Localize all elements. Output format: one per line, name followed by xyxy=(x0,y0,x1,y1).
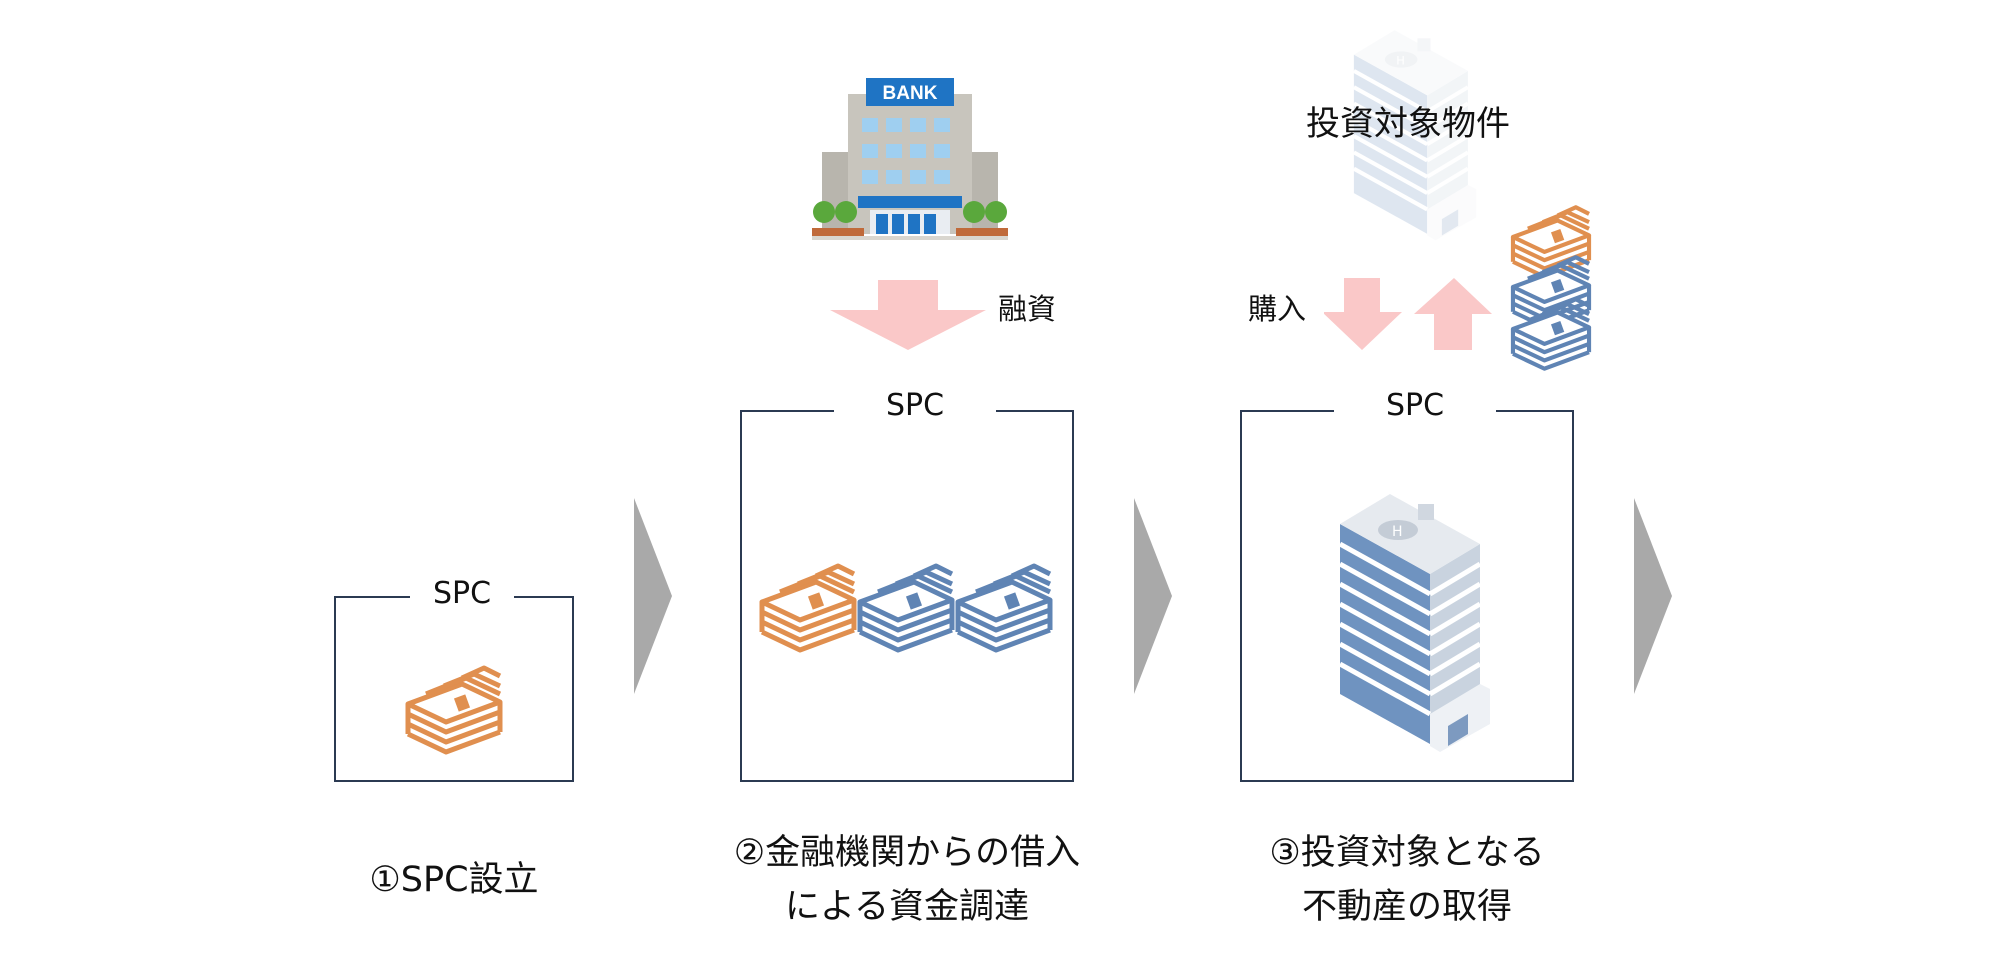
loan-arrow-down-icon xyxy=(830,280,986,350)
loan-label: 融資 xyxy=(998,292,1057,326)
chevron-right-icon xyxy=(634,498,672,694)
spc-box-label: SPC xyxy=(410,576,514,612)
arrow-down-icon xyxy=(1324,278,1402,350)
money-stack-icon xyxy=(856,550,956,654)
bank-building-icon: BANK xyxy=(812,78,1008,240)
arrow-up-icon xyxy=(1414,278,1492,350)
step2-caption: ②金融機関からの借入 による資金調達 xyxy=(707,826,1107,934)
purchase-label: 購入 xyxy=(1248,292,1307,326)
money-stack-icon xyxy=(404,652,504,756)
bank-sign: BANK xyxy=(883,83,938,104)
chevron-right-icon xyxy=(1134,498,1172,694)
money-stack-icon xyxy=(954,550,1054,654)
spc-box-label: SPC xyxy=(834,388,996,424)
money-stack-icon xyxy=(1508,286,1594,372)
chevron-right-icon xyxy=(1634,498,1672,694)
caption-line: ③投資対象となる xyxy=(1269,833,1545,873)
step3-caption: ③投資対象となる 不動産の取得 xyxy=(1207,826,1607,934)
office-tower-icon xyxy=(1340,484,1490,754)
spc-box-label: SPC xyxy=(1334,388,1496,424)
investment-property-label: 投資対象物件 xyxy=(1306,104,1510,144)
step1-caption: ①SPC設立 xyxy=(304,853,604,907)
caption-line: ②金融機関からの借入 xyxy=(733,833,1081,873)
caption-line: 不動産の取得 xyxy=(1301,887,1512,927)
money-stack-icon xyxy=(758,550,858,654)
caption-line: ①SPC設立 xyxy=(369,860,539,900)
caption-line: による資金調達 xyxy=(785,887,1029,927)
purchase-arrows xyxy=(1324,278,1492,350)
